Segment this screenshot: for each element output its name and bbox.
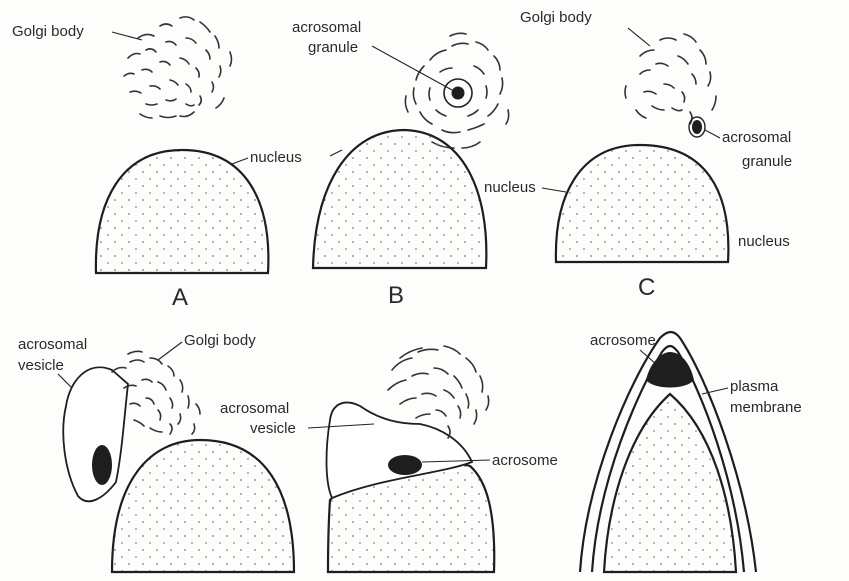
acrosome-e (388, 455, 422, 475)
nucleus-f (604, 394, 736, 572)
nucleus-label-c-left: nucleus (484, 179, 536, 196)
nucleus-leader-a (232, 158, 248, 164)
golgi-body-a (124, 17, 232, 118)
panel-d: acrosomal vesicle Golgi body (18, 332, 294, 572)
acrosomal-vesicle-d (63, 367, 128, 501)
stage-letter-b: B (388, 282, 404, 309)
stage-letter-c: C (638, 274, 655, 301)
acrosomal-vesicle-label-e-2: vesicle (250, 420, 296, 437)
acrosomal-vesicle-label-e-1: acrosomal (220, 400, 289, 417)
golgi-leader-d (158, 342, 182, 360)
acrosome-d (92, 445, 112, 485)
panel-b: acrosomal granule B (292, 19, 509, 309)
nucleus-c (556, 145, 728, 262)
acrosomal-vesicle-label-d-2: vesicle (18, 357, 64, 374)
acrosome-label-f: acrosome (590, 332, 656, 349)
acrosome-f (646, 352, 694, 388)
acrosomal-vesicle-label-d-1: acrosomal (18, 336, 87, 353)
stage-letter-a: A (172, 284, 188, 311)
nucleus-label-c-right: nucleus (738, 233, 790, 250)
golgi-body-label-a: Golgi body (12, 23, 84, 40)
golgi-leader-c (628, 28, 650, 46)
panel-a: Golgi body nucleus A (12, 17, 302, 311)
plasma-membrane-label-1: plasma (730, 378, 779, 395)
plasma-membrane-label-2: membrane (730, 399, 802, 416)
vesicle-leader-d (58, 374, 72, 388)
nucleus-d (112, 440, 294, 572)
acrosomal-granule-label-b-2: granule (308, 39, 358, 56)
nucleus-b (313, 130, 486, 268)
acrosome-leader-f (640, 350, 656, 364)
golgi-body-label-d: Golgi body (184, 332, 256, 349)
panel-f: acrosome plasma membrane (580, 332, 802, 572)
acrosomal-granule-b (452, 87, 465, 100)
acrosome-label-e: acrosome (492, 452, 558, 469)
nucleus-a (96, 150, 268, 273)
golgi-leader-a (112, 32, 142, 40)
acrosomal-granule-label-c-1: acrosomal (722, 129, 791, 146)
acrosomal-granule-c (692, 120, 702, 134)
nucleus-label-a: nucleus (250, 149, 302, 166)
acrosomal-granule-label-c-2: granule (742, 153, 792, 170)
golgi-body-c (625, 34, 716, 124)
golgi-body-label-c: Golgi body (520, 9, 592, 26)
acrosomal-granule-label-b-1: acrosomal (292, 19, 361, 36)
granule-leader-c (705, 130, 720, 138)
nucleus-leader-c (542, 188, 566, 192)
nucleus-leader-b (330, 150, 342, 156)
panel-c: Golgi body acrosomal granule nucleus nuc… (484, 9, 792, 301)
